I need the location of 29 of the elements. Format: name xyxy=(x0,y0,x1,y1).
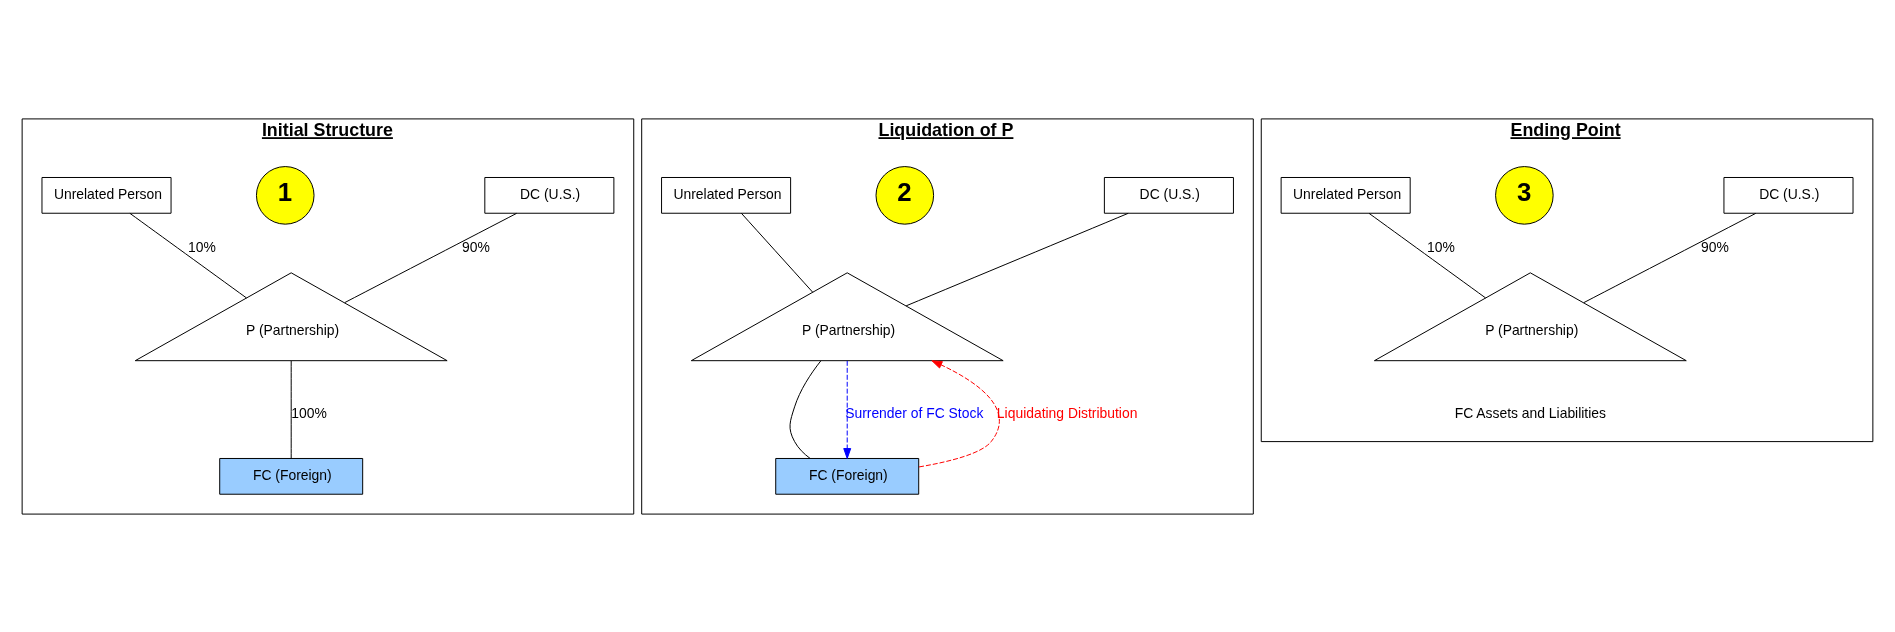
node-box: Unrelated Person xyxy=(1280,176,1411,214)
connector xyxy=(905,212,1129,306)
edge-label: 90% xyxy=(461,238,490,255)
connector xyxy=(740,212,814,293)
arrow xyxy=(843,359,852,459)
node-box: Unrelated Person xyxy=(661,176,792,214)
edge-label: Liquidating Distribution xyxy=(996,404,1138,421)
edge-label: 90% xyxy=(1701,238,1729,255)
node-box: DC (U.S.) xyxy=(1723,176,1854,214)
connector xyxy=(344,212,518,303)
edge-label: 10% xyxy=(1427,238,1455,255)
connector xyxy=(129,212,247,298)
edge-label: 100% xyxy=(291,404,327,421)
node-box: DC (U.S.) xyxy=(484,176,615,214)
connector xyxy=(1368,212,1487,298)
edge-label: Surrender of FC Stock xyxy=(845,404,984,421)
edge-label: 10% xyxy=(187,238,216,255)
node-box: FC (Foreign) xyxy=(219,457,364,495)
connector xyxy=(290,359,292,459)
connector xyxy=(1583,212,1757,303)
node-box: DC (U.S.) xyxy=(1103,176,1234,214)
node-circle: 3 xyxy=(1495,165,1554,225)
arrow xyxy=(918,359,1000,467)
node-circle: 1 xyxy=(255,165,315,225)
node-circle: 2 xyxy=(875,165,935,225)
node-label: FC Assets and Liabilities xyxy=(1454,404,1606,421)
connector xyxy=(789,359,822,459)
node-box: FC (Foreign) xyxy=(775,457,920,495)
node-box: Unrelated Person xyxy=(41,176,172,214)
